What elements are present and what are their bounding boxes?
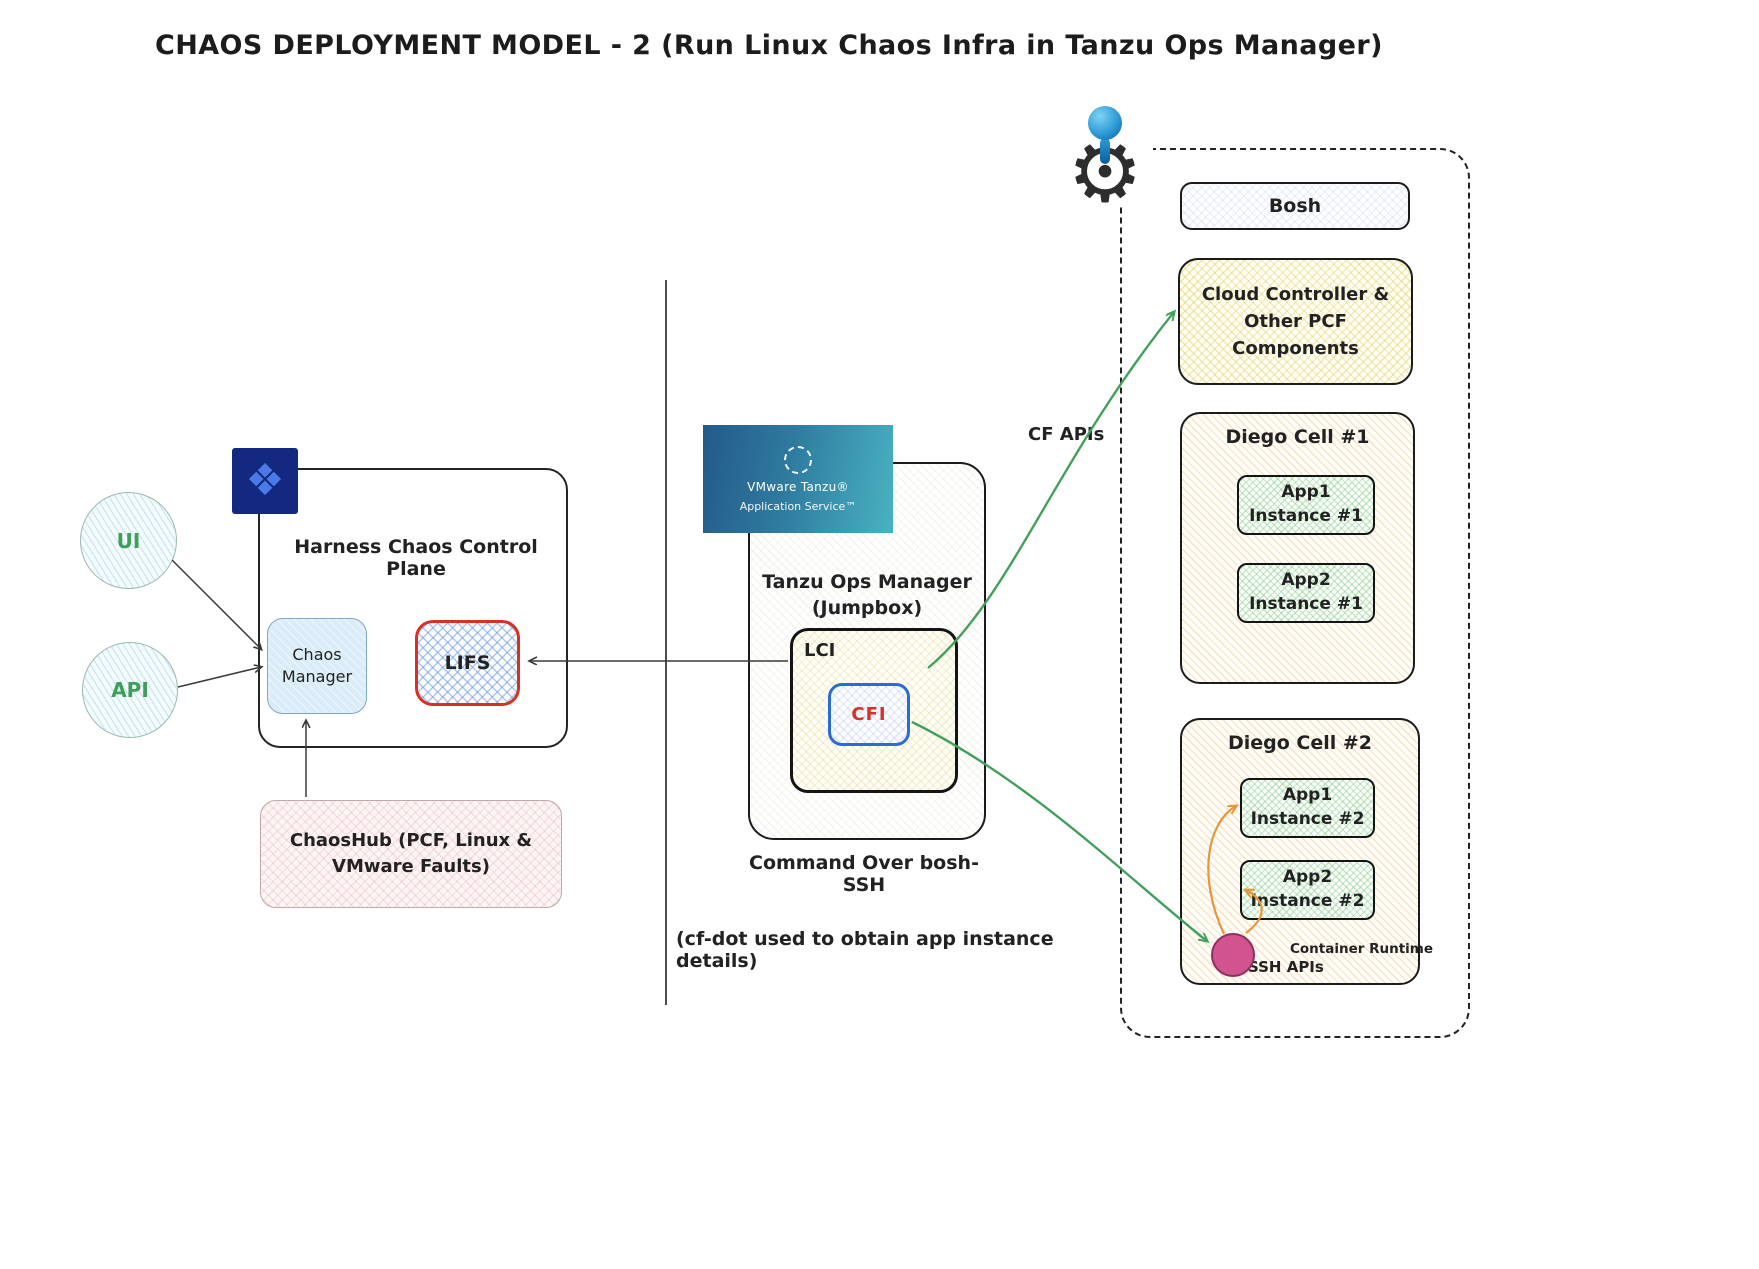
command-over-bosh-ssh-caption: Command Over bosh-SSH: [749, 852, 979, 896]
bosh-label: Bosh: [1268, 195, 1322, 217]
bosh-icon: ⚙: [1057, 104, 1153, 214]
ssh-endpoint-node: [1211, 933, 1255, 977]
lci-label: LCI: [804, 640, 836, 661]
cfdot-note: (cf-dot used to obtain app instance deta…: [676, 928, 1054, 972]
diego-cell-1-title: Diego Cell #1: [1225, 426, 1370, 448]
app1-instance-2-label: App1 Instance #2: [1250, 785, 1365, 829]
ui-node-label: UI: [116, 528, 141, 553]
app2-instance-1-label: App2 Instance #1: [1249, 570, 1363, 614]
app1-instance-2-box: App1 Instance #2: [1240, 778, 1375, 838]
vmware-tanzu-logo: VMware Tanzu® Application Service™: [703, 425, 893, 533]
chaos-manager-box: Chaos Manager: [267, 618, 367, 714]
arrow-api-to-chaos-manager: [177, 667, 261, 688]
bosh-box: Bosh: [1180, 182, 1410, 230]
tanzu-ops-manager-title: Tanzu Ops Manager (Jumpbox): [762, 571, 972, 619]
harness-control-plane-title: Harness Chaos Control Plane: [294, 536, 538, 580]
container-runtime-annotation: Container Runtime: [1290, 941, 1434, 957]
diego-cell-2-title: Diego Cell #2: [1227, 732, 1373, 754]
tanzu-logo-line1: VMware Tanzu®: [747, 479, 849, 494]
ui-node: UI: [80, 492, 177, 589]
tanzu-logo-line2: Application Service™: [739, 499, 857, 513]
lifs-label: LIFS: [444, 652, 491, 674]
app1-instance-1-label: App1 Instance #1: [1249, 482, 1363, 526]
app1-instance-1-box: App1 Instance #1: [1237, 475, 1375, 535]
diagram-title: CHAOS DEPLOYMENT MODEL - 2 (Run Linux Ch…: [155, 30, 1383, 61]
diego-cell-1-box: [1180, 412, 1415, 684]
chaos-manager-label: Chaos Manager: [281, 645, 353, 686]
cf-apis-annotation: CF APIs: [1028, 424, 1105, 445]
arrow-ui-to-chaos-manager: [171, 559, 261, 649]
bosh-stem-icon: [1100, 138, 1110, 164]
harness-diamond-icon: ❖: [245, 455, 285, 506]
cfi-box: CFI: [828, 683, 910, 746]
cfi-label: CFI: [851, 704, 887, 725]
app2-instance-2-label: App2 Instance #2: [1250, 867, 1365, 911]
vertical-divider: [665, 280, 667, 1005]
cloud-controller-box: Cloud Controller & Other PCF Components: [1178, 258, 1413, 385]
lifs-box: LIFS: [415, 620, 520, 706]
bosh-sphere-icon: [1088, 106, 1122, 140]
harness-logo: ❖: [232, 448, 298, 514]
ssh-apis-annotation: SSH APIs: [1248, 958, 1324, 976]
app2-instance-2-box: App2 Instance #2: [1240, 860, 1375, 920]
app2-instance-1-box: App2 Instance #1: [1237, 563, 1375, 623]
chaoshub-box: ChaosHub (PCF, Linux & VMware Faults): [260, 800, 562, 908]
api-node-label: API: [111, 678, 149, 702]
chaoshub-label: ChaosHub (PCF, Linux & VMware Faults): [289, 829, 533, 877]
api-node: API: [82, 642, 178, 738]
tanzu-ring-icon: [784, 445, 812, 474]
cloud-controller-label: Cloud Controller & Other PCF Components: [1201, 284, 1390, 359]
